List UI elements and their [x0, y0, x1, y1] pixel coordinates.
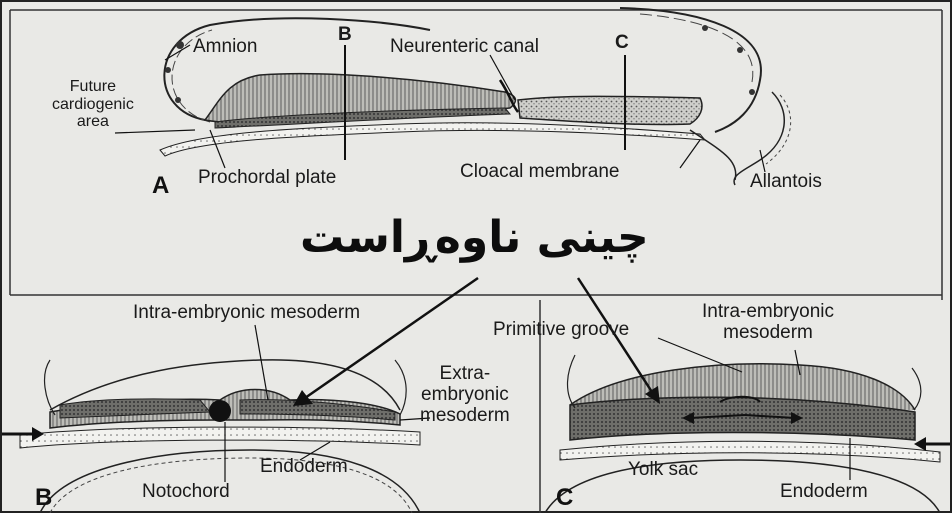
label-prochordal-plate: Prochordal plate: [198, 168, 336, 189]
label-future-cardiogenic-area: Future cardiogenic area: [52, 78, 134, 131]
label-c-marker: C: [615, 33, 629, 54]
label-allantois: Allantois: [750, 172, 822, 193]
label-b-marker: B: [338, 25, 352, 46]
label-b-intra-embryonic-mesoderm: Intra-embryonic mesoderm: [133, 303, 360, 324]
panel-c-drawing: [545, 338, 950, 513]
label-b-notochord: Notochord: [142, 482, 230, 503]
label-c-primitive-groove: Primitive groove: [493, 320, 629, 341]
kurdish-title: چینی ناوەڕاست: [300, 212, 649, 263]
label-c-intra-embryonic-mesoderm: Intra-embryonic mesoderm: [702, 302, 834, 344]
panel-b-letter: B: [35, 484, 52, 512]
panel-a-drawing: [115, 8, 791, 185]
label-c-yolk-sac: Yolk sac: [628, 460, 698, 481]
label-b-endoderm: Endoderm: [260, 457, 348, 478]
label-amnion: Amnion: [193, 37, 257, 58]
label-neurenteric-canal: Neurenteric canal: [390, 37, 539, 58]
panel-c-letter: C: [556, 484, 573, 512]
label-c-endoderm: Endoderm: [780, 482, 868, 503]
label-b-extra-embryonic-mesoderm: Extra- embryonic mesoderm: [420, 364, 510, 427]
panel-a-letter: A: [152, 172, 169, 200]
label-cloacal-membrane: Cloacal membrane: [460, 162, 619, 183]
